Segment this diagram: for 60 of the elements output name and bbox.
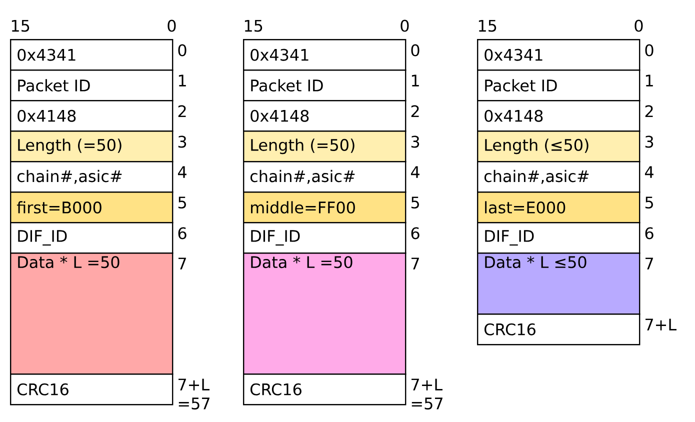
word-index: 4 — [178, 166, 186, 178]
packet-field: middle=FF00 — [243, 192, 406, 224]
packet-field: Packet ID — [477, 70, 640, 102]
word-index: 0 — [645, 44, 654, 56]
word-index: 5 — [411, 196, 419, 209]
packet-field: Packet ID — [243, 70, 406, 102]
packet-field: 0x4148 — [10, 100, 174, 132]
packet-field: DIF_ID — [477, 222, 640, 254]
word-index: 2 — [645, 105, 653, 118]
packet-field: Length (=50) — [10, 130, 174, 162]
packet-field: CRC16 — [243, 374, 406, 406]
word-index: 0 — [411, 44, 420, 56]
packet-field: Packet ID — [10, 70, 174, 102]
packet-field: chain#,asic# — [243, 161, 406, 193]
bit-number: 0 — [400, 20, 409, 32]
packet-field: CRC16 — [477, 314, 640, 346]
word-index: 7 — [412, 258, 419, 270]
word-index: 3 — [645, 136, 654, 148]
packet-field: 0x4148 — [243, 100, 406, 132]
bit-number: 0 — [634, 20, 643, 32]
packet-field: 0x4148 — [477, 100, 640, 132]
packet-field: DIF_ID — [10, 222, 174, 254]
packet-field: chain#,asic# — [477, 161, 640, 193]
word-index: 4 — [410, 166, 420, 178]
data-field: Data * L ≤50 — [477, 252, 640, 315]
word-index: 2 — [178, 105, 186, 118]
word-index: 3 — [411, 136, 420, 148]
packet-field: 0x4341 — [477, 39, 640, 71]
word-index: 0 — [178, 44, 186, 56]
packet-field: chain#,asic# — [10, 161, 174, 193]
packet-field: DIF_ID — [243, 222, 406, 254]
bit-number: 15 — [478, 20, 496, 32]
packet-field: last=E000 — [477, 192, 640, 224]
word-index: 7+L =57 — [412, 378, 442, 410]
word-index: 6 — [178, 227, 186, 240]
packet-field: first=B000 — [10, 192, 174, 224]
word-index: 3 — [178, 136, 186, 148]
word-index: 1 — [178, 74, 186, 86]
word-index: 7+L =57 — [178, 378, 210, 410]
word-index: 5 — [645, 196, 653, 209]
word-index: 4 — [644, 166, 654, 178]
data-field: Data * L =50 — [243, 252, 406, 375]
word-index: 6 — [411, 227, 420, 240]
bit-number: 0 — [168, 20, 176, 32]
bit-number: 15 — [244, 20, 262, 32]
word-index: 1 — [412, 74, 419, 86]
word-index: 5 — [178, 196, 186, 209]
word-index: 2 — [411, 105, 419, 118]
packet-field: 0x4341 — [10, 39, 174, 71]
bit-number: 15 — [12, 20, 30, 32]
word-index: 7 — [178, 258, 186, 270]
word-index: 1 — [646, 74, 653, 86]
data-field: Data * L =50 — [10, 252, 174, 375]
word-index: 6 — [645, 227, 654, 240]
packet-field: Length (=50) — [243, 130, 406, 162]
word-index: 7 — [646, 258, 653, 270]
packet-field: 0x4341 — [243, 39, 406, 71]
packet-field: Length (≤50) — [477, 130, 640, 162]
word-index: 7+L — [646, 318, 676, 330]
packet-field: CRC16 — [10, 374, 174, 406]
